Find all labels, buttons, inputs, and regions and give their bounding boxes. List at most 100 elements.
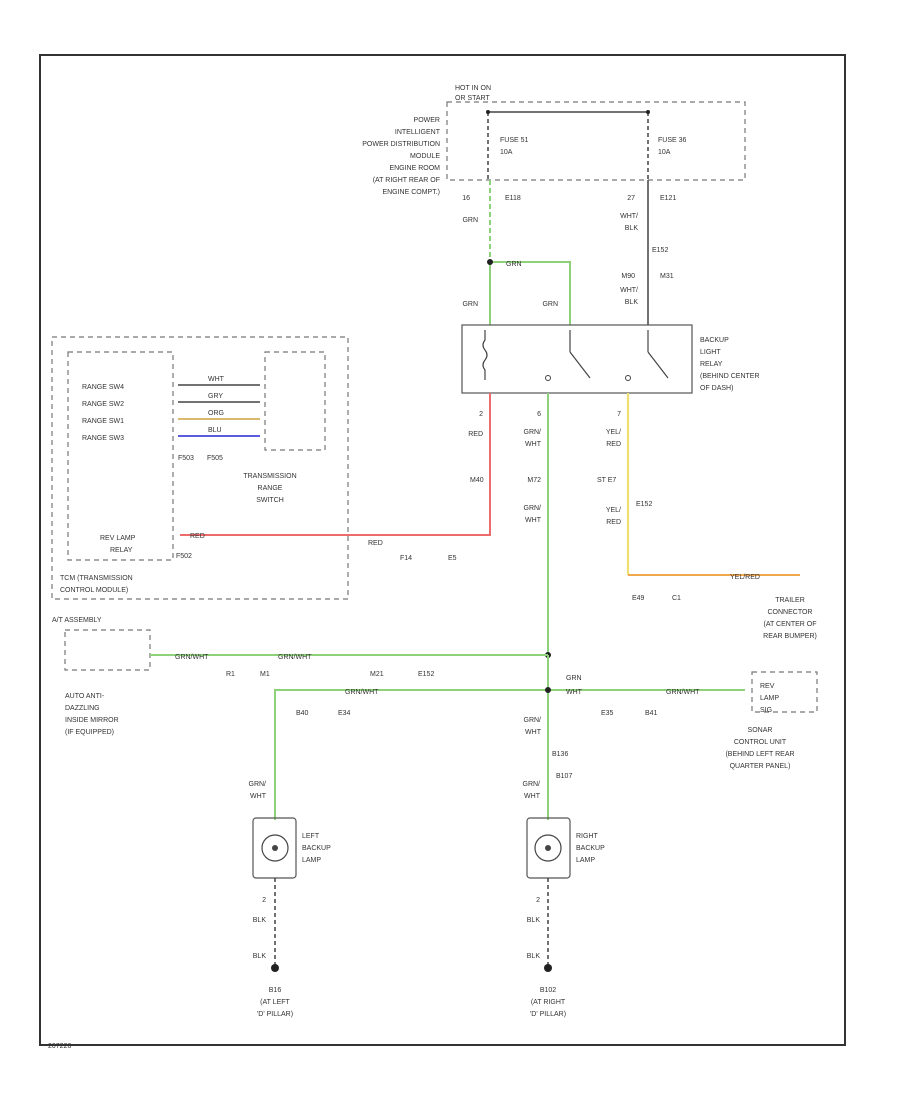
pin-27: 27 (627, 195, 635, 202)
sonar-0: SONAR (748, 727, 773, 734)
relay-title-2: RELAY (700, 361, 723, 368)
range-sw3: RANGE SW3 (82, 435, 124, 442)
sonar-1: CONTROL UNIT (734, 739, 787, 746)
trans-switch-0: TRANSMISSION (243, 473, 296, 480)
trailer-3: REAR BUMPER) (763, 633, 817, 640)
pin-f502: F502 (176, 553, 192, 560)
wire-grn-wht-relay-b: WHT (525, 441, 542, 448)
wire-grn-1: GRN (462, 217, 478, 224)
conn-e121: E121 (660, 195, 676, 202)
trailer-2: (AT CENTER OF (763, 621, 816, 628)
range-sw1: RANGE SW1 (82, 418, 124, 425)
trans-switch-2: SWITCH (256, 497, 284, 504)
relay-title-3: (BEHIND CENTER (700, 373, 760, 380)
conn-r1: R1 (226, 671, 235, 678)
gnd-left-2: 'D' PILLAR) (257, 1011, 293, 1018)
tcm-red: RED (190, 533, 205, 540)
hot-label: HOT IN ON (455, 85, 491, 92)
gnd-left-0: B16 (269, 987, 282, 994)
conn-b136: B136 (552, 751, 568, 758)
relay-title-4: OF DASH) (700, 385, 733, 392)
right-lamp-blk-2: BLK (527, 953, 541, 960)
range-sw4: RANGE SW4 (82, 384, 124, 391)
at-assembly-label: A/T ASSEMBLY (52, 617, 102, 624)
range-wire-blu: BLU (208, 427, 222, 434)
rev-lamp-sig-1: LAMP (760, 695, 779, 702)
wire-grn-left: GRN (462, 301, 478, 308)
conn-f14: F14 (400, 555, 412, 562)
conn-m31: M31 (660, 273, 674, 280)
fuse-51: FUSE 51 (500, 137, 529, 144)
conn-m72: M72 (527, 477, 541, 484)
lower-grn: GRN (566, 675, 582, 682)
relay-pin-2: 2 (479, 411, 483, 418)
range-sw2: RANGE SW2 (82, 401, 124, 408)
conn-e152-top: E152 (652, 247, 668, 254)
upper-wires: 16 E118 GRN 27 E121 WHT/ BLK E152 GRN M9… (462, 180, 676, 325)
left-lamp-blk-2: BLK (253, 953, 267, 960)
range-wire-wht: WHT (208, 376, 225, 383)
range-wire-gry: GRY (208, 393, 223, 400)
tcm-module: RANGE SW4 RANGE SW2 RANGE SW1 RANGE SW3 … (51, 336, 457, 600)
gnd-left-1: (AT LEFT (260, 999, 290, 1006)
gnd-right-1: (AT RIGHT (531, 999, 566, 1006)
left-lamp-1: BACKUP (302, 845, 331, 852)
conn-m1: M1 (260, 671, 270, 678)
sonar-3: QUARTER PANEL) (730, 763, 791, 770)
pin-f503: F503 (178, 455, 194, 462)
wire-yel-red-relay: YEL/ (606, 429, 621, 436)
backup-light-relay: BACKUP LIGHT RELAY (BEHIND CENTER OF DAS… (461, 324, 760, 394)
left-lamp-pin: 2 (262, 897, 266, 904)
range-wire-org: ORG (208, 410, 224, 417)
lower-grn-wht-right: GRN/WHT (666, 689, 700, 696)
right-lamp-pin: 2 (536, 897, 540, 904)
pin-m90: M90 (621, 273, 635, 280)
rev-lamp-sig-0: REV (760, 683, 775, 690)
pdm-title-6: ENGINE COMPT.) (382, 189, 440, 196)
conn-e118: E118 (505, 195, 521, 202)
wire-yel-red-mid: YEL/ (606, 507, 621, 514)
trailer-1: CONNECTOR (768, 609, 813, 616)
rev-lamp-relay-1: RELAY (110, 547, 133, 554)
mirror-text-0: AUTO ANTI- (65, 693, 105, 700)
hot-label-2: OR START (455, 95, 490, 102)
trailer-conn: C1 (672, 595, 681, 602)
gnd-right-2: 'D' PILLAR) (530, 1011, 566, 1018)
left-lamp-grn: GRN/ (249, 781, 267, 788)
lower-grn-wht-mid-b: WHT (525, 729, 542, 736)
left-backup-lamp: GRN/ WHT LEFT BACKUP LAMP 2 BLK BLK B16 … (249, 781, 332, 1018)
power-distribution-module: HOT IN ON OR START POWER INTELLIGENT POW… (362, 85, 746, 196)
pdm-title-0: POWER (414, 117, 440, 124)
relay-title-0: BACKUP (700, 337, 729, 344)
wire-grn-wht-mid: GRN/ (524, 505, 542, 512)
mirror-grn-wht-1: GRN/WHT (175, 654, 209, 661)
right-lamp-0: RIGHT (576, 833, 599, 840)
trailer-pin: E49 (632, 595, 645, 602)
pdm-title-2: POWER DISTRIBUTION (362, 141, 440, 148)
pdm-title-1: INTELLIGENT (395, 129, 441, 136)
wire-grn-wht-mid-b: WHT (525, 517, 542, 524)
diagram-frame (39, 54, 846, 1046)
mirror-text-1: DAZZLING (65, 705, 100, 712)
mirror-grn-wht-2: GRN/WHT (278, 654, 312, 661)
wire-wht-blk-1b: BLK (625, 225, 639, 232)
mirror-section: A/T ASSEMBLY AUTO ANTI- DAZZLING INSIDE … (52, 617, 548, 736)
conn-m40: M40 (470, 477, 484, 484)
left-lamp-0: LEFT (302, 833, 320, 840)
wire-wht-blk-1: WHT/ (620, 213, 638, 220)
conn-e34: E34 (338, 710, 351, 717)
right-lamp-1: BACKUP (576, 845, 605, 852)
wire-grn-mid: GRN (542, 301, 558, 308)
conn-e35: E35 (601, 710, 614, 717)
gnd-right-0: B102 (540, 987, 556, 994)
wire-red: RED (468, 431, 483, 438)
fuse-36-amp: 10A (658, 149, 671, 156)
footer-code: 207226 (48, 1043, 71, 1050)
left-lamp-wht: WHT (250, 793, 267, 800)
rev-lamp-relay-0: REV LAMP (100, 535, 136, 542)
conn-e5: E5 (448, 555, 457, 562)
pdm-title-4: ENGINE ROOM (389, 165, 440, 172)
conn-m21: M21 (370, 671, 384, 678)
lower-grn-wht-left: GRN/WHT (345, 689, 379, 696)
